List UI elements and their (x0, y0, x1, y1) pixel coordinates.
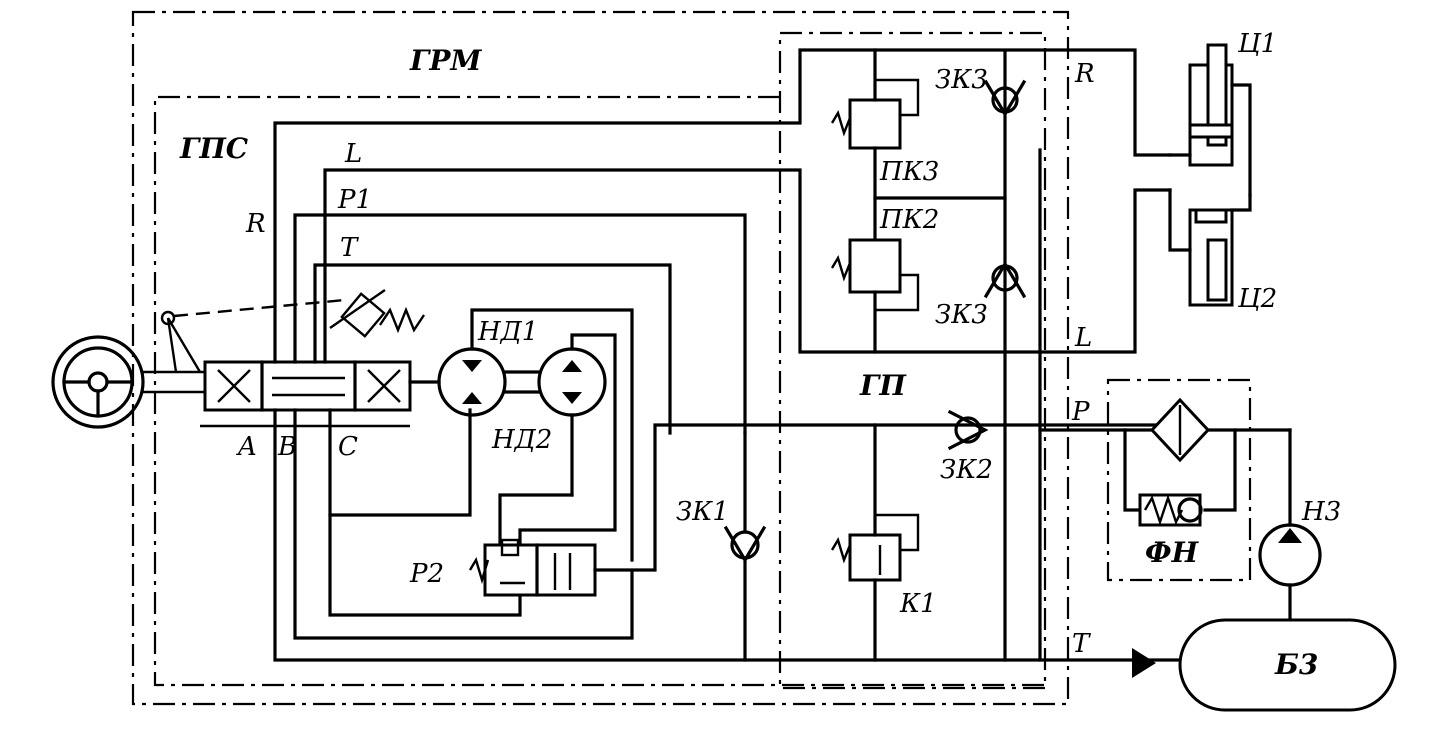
check-valve-zk3-bottom-icon (983, 260, 1027, 299)
pressure-valve-pk3 (830, 48, 920, 242)
label-c2: Ц2 (1237, 284, 1277, 314)
check-valve-zk3-top-icon (983, 79, 1027, 118)
valve-r2 (468, 423, 1182, 597)
spool-lines (273, 48, 1182, 662)
label-zk3-bottom: ЗК3 (935, 300, 988, 330)
check-valve-zk2-icon (947, 409, 989, 451)
tank-b3-icon (1132, 618, 1397, 712)
port-label-c: C (338, 432, 358, 462)
label-gp: ГП (859, 369, 907, 402)
label-nd1: НД1 (477, 317, 538, 347)
label-grm: ГРМ (409, 44, 482, 77)
filter-fn-icon (1038, 397, 1292, 527)
boundary-grm (131, 10, 1070, 706)
motor-nd2-icon (470, 308, 634, 562)
port-label-p1: P1 (337, 185, 372, 215)
label-n3: Н3 (1301, 497, 1341, 527)
pump-n3-icon (1258, 428, 1322, 622)
label-r2: Р2 (409, 559, 444, 589)
boundary-fn (1106, 378, 1252, 582)
label-pk3: ПК3 (879, 157, 939, 187)
label-c1: Ц1 (1237, 29, 1277, 59)
motor-nd1-icon (408, 347, 507, 417)
pressure-valve-pk2 (830, 196, 1007, 354)
gp-vertical-lines (1003, 50, 1042, 662)
label-k1: К1 (899, 589, 937, 619)
port-label-l-right: L (1074, 323, 1092, 353)
cylinder-c2-icon (1168, 188, 1252, 307)
check-valve-zk1-icon (723, 431, 767, 662)
cylinder-c1-icon (1168, 43, 1252, 197)
port-label-l-top: L (344, 139, 362, 169)
label-zk1: ЗК1 (676, 497, 729, 527)
label-zk3-top: ЗК3 (935, 65, 988, 95)
adjustable-spring-icon (329, 289, 425, 338)
port-label-p-right: P (1071, 397, 1090, 427)
boundary-gps (153, 95, 1045, 687)
label-fn: ФН (1145, 536, 1200, 569)
labels: ГРМ ГПС ГП ФН НД1 НД2 Р2 ЗК1 ЗК2 ЗК3 ЗК3… (179, 29, 1341, 681)
relief-valve-k1 (830, 423, 920, 662)
port-label-a: A (236, 432, 257, 462)
spool-valve (200, 360, 412, 428)
label-zk2: ЗК2 (940, 455, 993, 485)
port-label-t-top: T (340, 233, 359, 263)
port-label-r-left: R (245, 209, 266, 239)
port-label-b: B (277, 432, 297, 462)
label-pk2: ПК2 (879, 205, 939, 235)
port-label-r-right: R (1074, 59, 1095, 89)
port-label-t-right: T (1072, 629, 1091, 659)
label-nd2: НД2 (491, 425, 552, 455)
label-gps: ГПС (179, 132, 249, 165)
boundary-gp (778, 31, 1047, 690)
feedback-link (173, 298, 346, 318)
label-b3: Б3 (1274, 648, 1318, 681)
steering-wheel-icon (51, 310, 205, 429)
